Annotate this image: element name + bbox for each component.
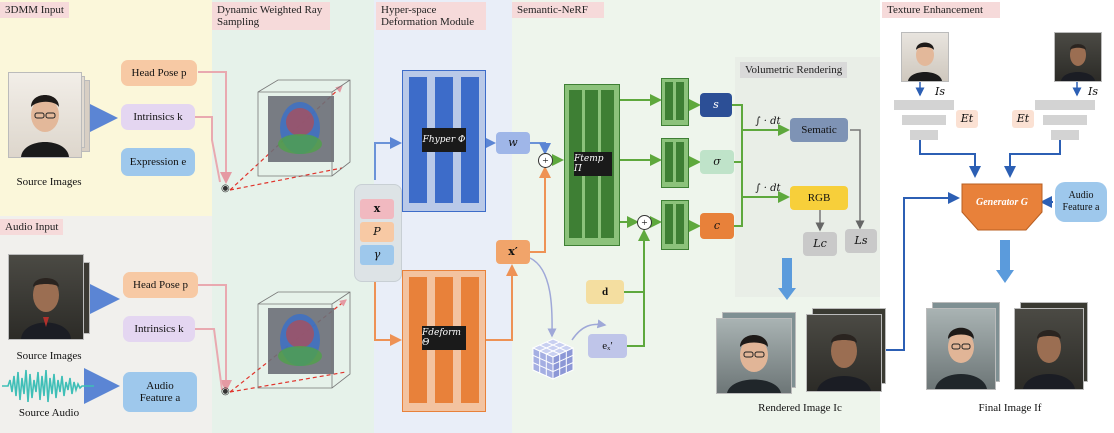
gamma-box: γ xyxy=(360,245,394,265)
f-deform-label: Fdeform Θ xyxy=(422,326,466,350)
section-title-audio: Audio Input xyxy=(0,219,64,235)
f-deform-network xyxy=(402,270,486,412)
camera-icon-top: ◉ xyxy=(221,183,230,194)
encoder-right-layer-1 xyxy=(1035,100,1095,110)
f-temp-label: Ftemp Π xyxy=(574,152,612,176)
caption-source-images-3dmm: Source Images xyxy=(16,176,82,188)
p-box: P xyxy=(360,222,394,242)
rgb-box: RGB xyxy=(790,186,848,210)
sigma-box: σ xyxy=(700,150,734,174)
face-portrait-icon xyxy=(935,327,987,389)
source-image-asian-man xyxy=(8,72,82,158)
small-net-c xyxy=(661,200,689,250)
caption-source-images-audio: Source Images xyxy=(16,350,82,362)
face-portrait-icon xyxy=(21,95,69,157)
head-pose-box-audio: Head Pose p xyxy=(123,272,198,298)
camera-icon-bottom: ◉ xyxy=(221,386,230,397)
small-net-sigma xyxy=(661,138,689,188)
is-label-2: Is xyxy=(1088,85,1098,98)
section-title-volumetric: Volumetric Rendering xyxy=(740,62,848,78)
s-box: s xyxy=(700,93,732,117)
small-net-s xyxy=(661,78,689,126)
face-portrait-icon xyxy=(1023,330,1075,389)
integral-label-2: ∫ · dt xyxy=(755,183,781,194)
source-image-obama xyxy=(8,254,84,340)
face-portrait-icon xyxy=(817,334,871,391)
d-box: d xyxy=(586,280,624,304)
final-image-asian xyxy=(926,308,996,390)
e-x-prime-box: eₓ′ xyxy=(588,334,627,358)
hash-grid-cube-icon xyxy=(531,338,575,380)
x-prime-box: x′ xyxy=(496,240,530,264)
c-box: c xyxy=(700,213,734,239)
section-title-ray: Dynamic Weighted Ray Sampling xyxy=(212,2,330,30)
plus-node-2: + xyxy=(637,215,652,230)
f-hyper-network xyxy=(402,70,486,212)
loss-lc-box: Lc xyxy=(803,232,837,256)
f-hyper-label: Fhyper Φ xyxy=(422,128,466,152)
texture-audio-feature-box: Audio Feature a xyxy=(1055,182,1107,222)
et-box-2: Et xyxy=(1012,110,1034,128)
texture-source-obama xyxy=(1054,32,1102,82)
expression-box: Expression e xyxy=(121,148,195,176)
intrinsics-box-audio: Intrinsics k xyxy=(123,316,195,342)
encoder-left-layer-1 xyxy=(894,100,954,110)
texture-source-asian xyxy=(901,32,949,82)
section-title-3dmm: 3DMM Input xyxy=(0,2,69,18)
rendered-image-obama xyxy=(806,314,882,392)
encoder-left-layer-3 xyxy=(910,130,938,140)
face-portrait-icon xyxy=(727,335,781,393)
section-title-nerf: Semantic-NeRF xyxy=(512,2,604,18)
generator-shape xyxy=(961,183,1043,231)
caption-source-audio: Source Audio xyxy=(18,407,80,419)
rendered-image-asian xyxy=(716,318,792,394)
x-box: x xyxy=(360,199,394,219)
caption-rendered-image: Rendered Image Ic xyxy=(758,402,842,414)
face-portrait-icon xyxy=(908,42,942,81)
encoder-right-layer-3 xyxy=(1051,130,1079,140)
encoder-right-layer-2 xyxy=(1043,115,1087,125)
ray-cube-bottom xyxy=(257,291,351,389)
section-title-hyper: Hyper-space Deformation Module xyxy=(376,2,486,30)
final-image-obama xyxy=(1014,308,1084,390)
head-pose-box-3dmm: Head Pose p xyxy=(121,60,197,86)
et-box-1: Et xyxy=(956,110,978,128)
is-label-1: Is xyxy=(935,85,945,98)
integral-label-1: ∫ · dt xyxy=(755,116,781,127)
audio-feature-box: Audio Feature a xyxy=(123,372,197,412)
face-portrait-icon xyxy=(21,278,71,339)
audio-waveform-icon xyxy=(2,369,94,403)
plus-node-1: + xyxy=(538,153,553,168)
w-box: w xyxy=(496,132,530,154)
caption-final-image: Final Image If xyxy=(978,402,1042,414)
loss-ls-box: Ls xyxy=(845,229,877,253)
ray-cube-top xyxy=(257,79,351,177)
section-title-texture: Texture Enhancement xyxy=(882,2,1000,18)
encoder-left-layer-2 xyxy=(902,115,946,125)
face-portrait-icon xyxy=(1061,44,1095,81)
sematic-box: Sematic xyxy=(790,118,848,142)
intrinsics-box-3dmm: Intrinsics k xyxy=(121,104,195,130)
generator-label: Generator G xyxy=(976,197,1028,208)
panel-volumetric xyxy=(735,57,880,297)
